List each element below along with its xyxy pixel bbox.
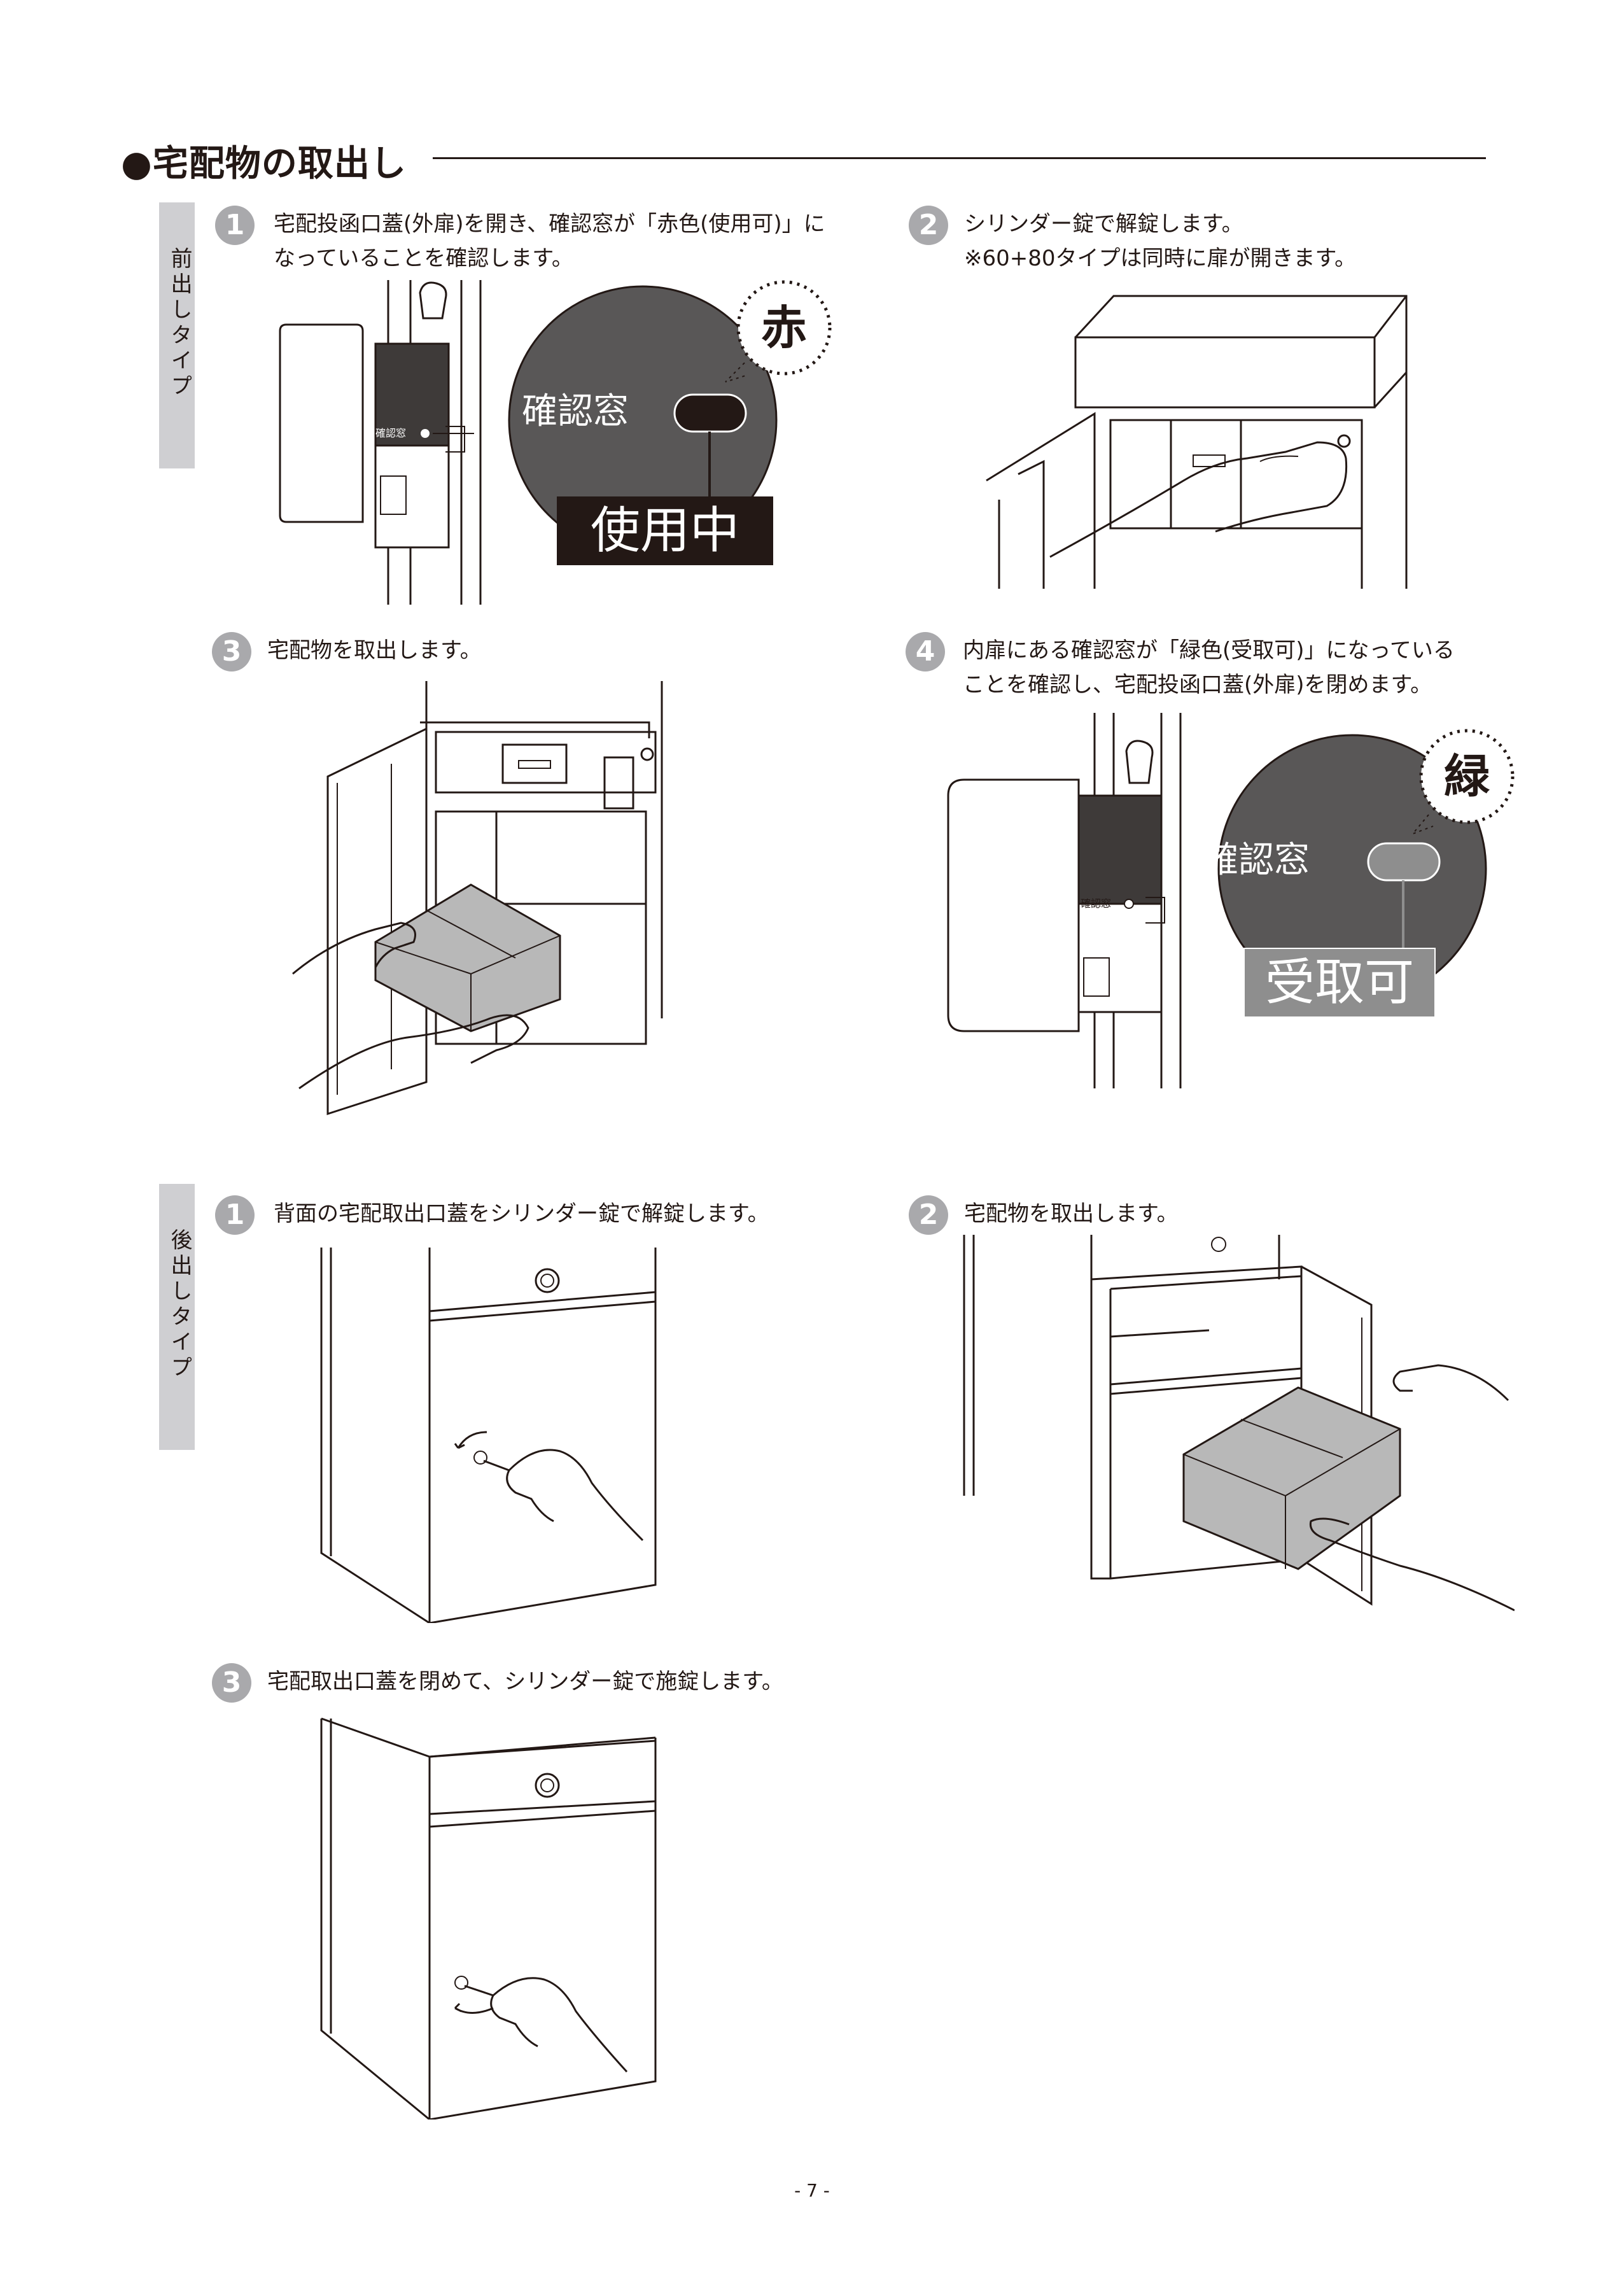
- callout-window-label: 確認窓: [522, 391, 629, 432]
- status-used: 使用中: [591, 502, 739, 559]
- title-rule: [433, 157, 1486, 159]
- illustration-step2-rear: [963, 1235, 1515, 1612]
- illustration-step2-front: [986, 295, 1408, 589]
- status-used-box: [557, 496, 773, 565]
- small-window-label: 確認窓: [1081, 897, 1111, 910]
- step-text: 宅配物を取出します。: [964, 1201, 1179, 1227]
- front-type-tab: 前出しタイプ: [159, 202, 195, 468]
- page-number: - 7 -: [794, 2180, 830, 2201]
- step-badge: 2: [909, 1195, 948, 1235]
- illustration-step1-front: 確認窓 確認窓 使用中 赤: [279, 280, 832, 605]
- small-window-label: 確認窓: [375, 427, 406, 439]
- step-badge: 3: [212, 1663, 251, 1703]
- step-text: シリンダー錠で解錠します。※60+80タイプは同時に扉が開きます。: [964, 211, 1357, 271]
- step-badge: 2: [909, 206, 948, 245]
- step-text: 宅配取出口蓋を閉めて、シリンダー錠で施錠します。: [267, 1669, 783, 1694]
- badge-green: 緑: [1444, 750, 1490, 803]
- rear-type-label: 後出しタイプ: [167, 1228, 192, 1381]
- illustration-step3-rear: [320, 1717, 657, 2120]
- front-type-label: 前出しタイプ: [167, 247, 192, 400]
- status-ok: 受取可: [1265, 954, 1414, 1011]
- section-title: ●宅配物の取出し: [121, 143, 407, 185]
- step-text: 宅配投函口蓋(外扉)を開き、確認窓が「赤色(使用可)」になっていることを確認しま…: [274, 211, 825, 271]
- illustration-step1-rear: [320, 1248, 657, 1623]
- step-badge: 4: [906, 632, 945, 671]
- step-text: 宅配物を取出します。: [267, 638, 482, 663]
- illustration-step4-front: 確認窓 確認窓 受取可 緑: [947, 713, 1515, 1088]
- badge-red: 赤: [761, 301, 807, 355]
- illustration-step3-front: [292, 681, 663, 1116]
- step-text: 内扉にある確認窓が「緑色(受取可)」になっていることを確認し、宅配投函口蓋(外扉…: [963, 638, 1455, 698]
- step-badge: 1: [215, 1195, 255, 1235]
- step-text: 背面の宅配取出口蓋をシリンダー錠で解錠します。: [274, 1201, 769, 1227]
- step-badge: 3: [212, 632, 251, 671]
- callout-window-label: 確認窓: [1203, 840, 1310, 881]
- status-ok-box: [1243, 948, 1436, 1018]
- rear-type-tab: 後出しタイプ: [159, 1184, 195, 1450]
- step-badge: 1: [215, 206, 255, 245]
